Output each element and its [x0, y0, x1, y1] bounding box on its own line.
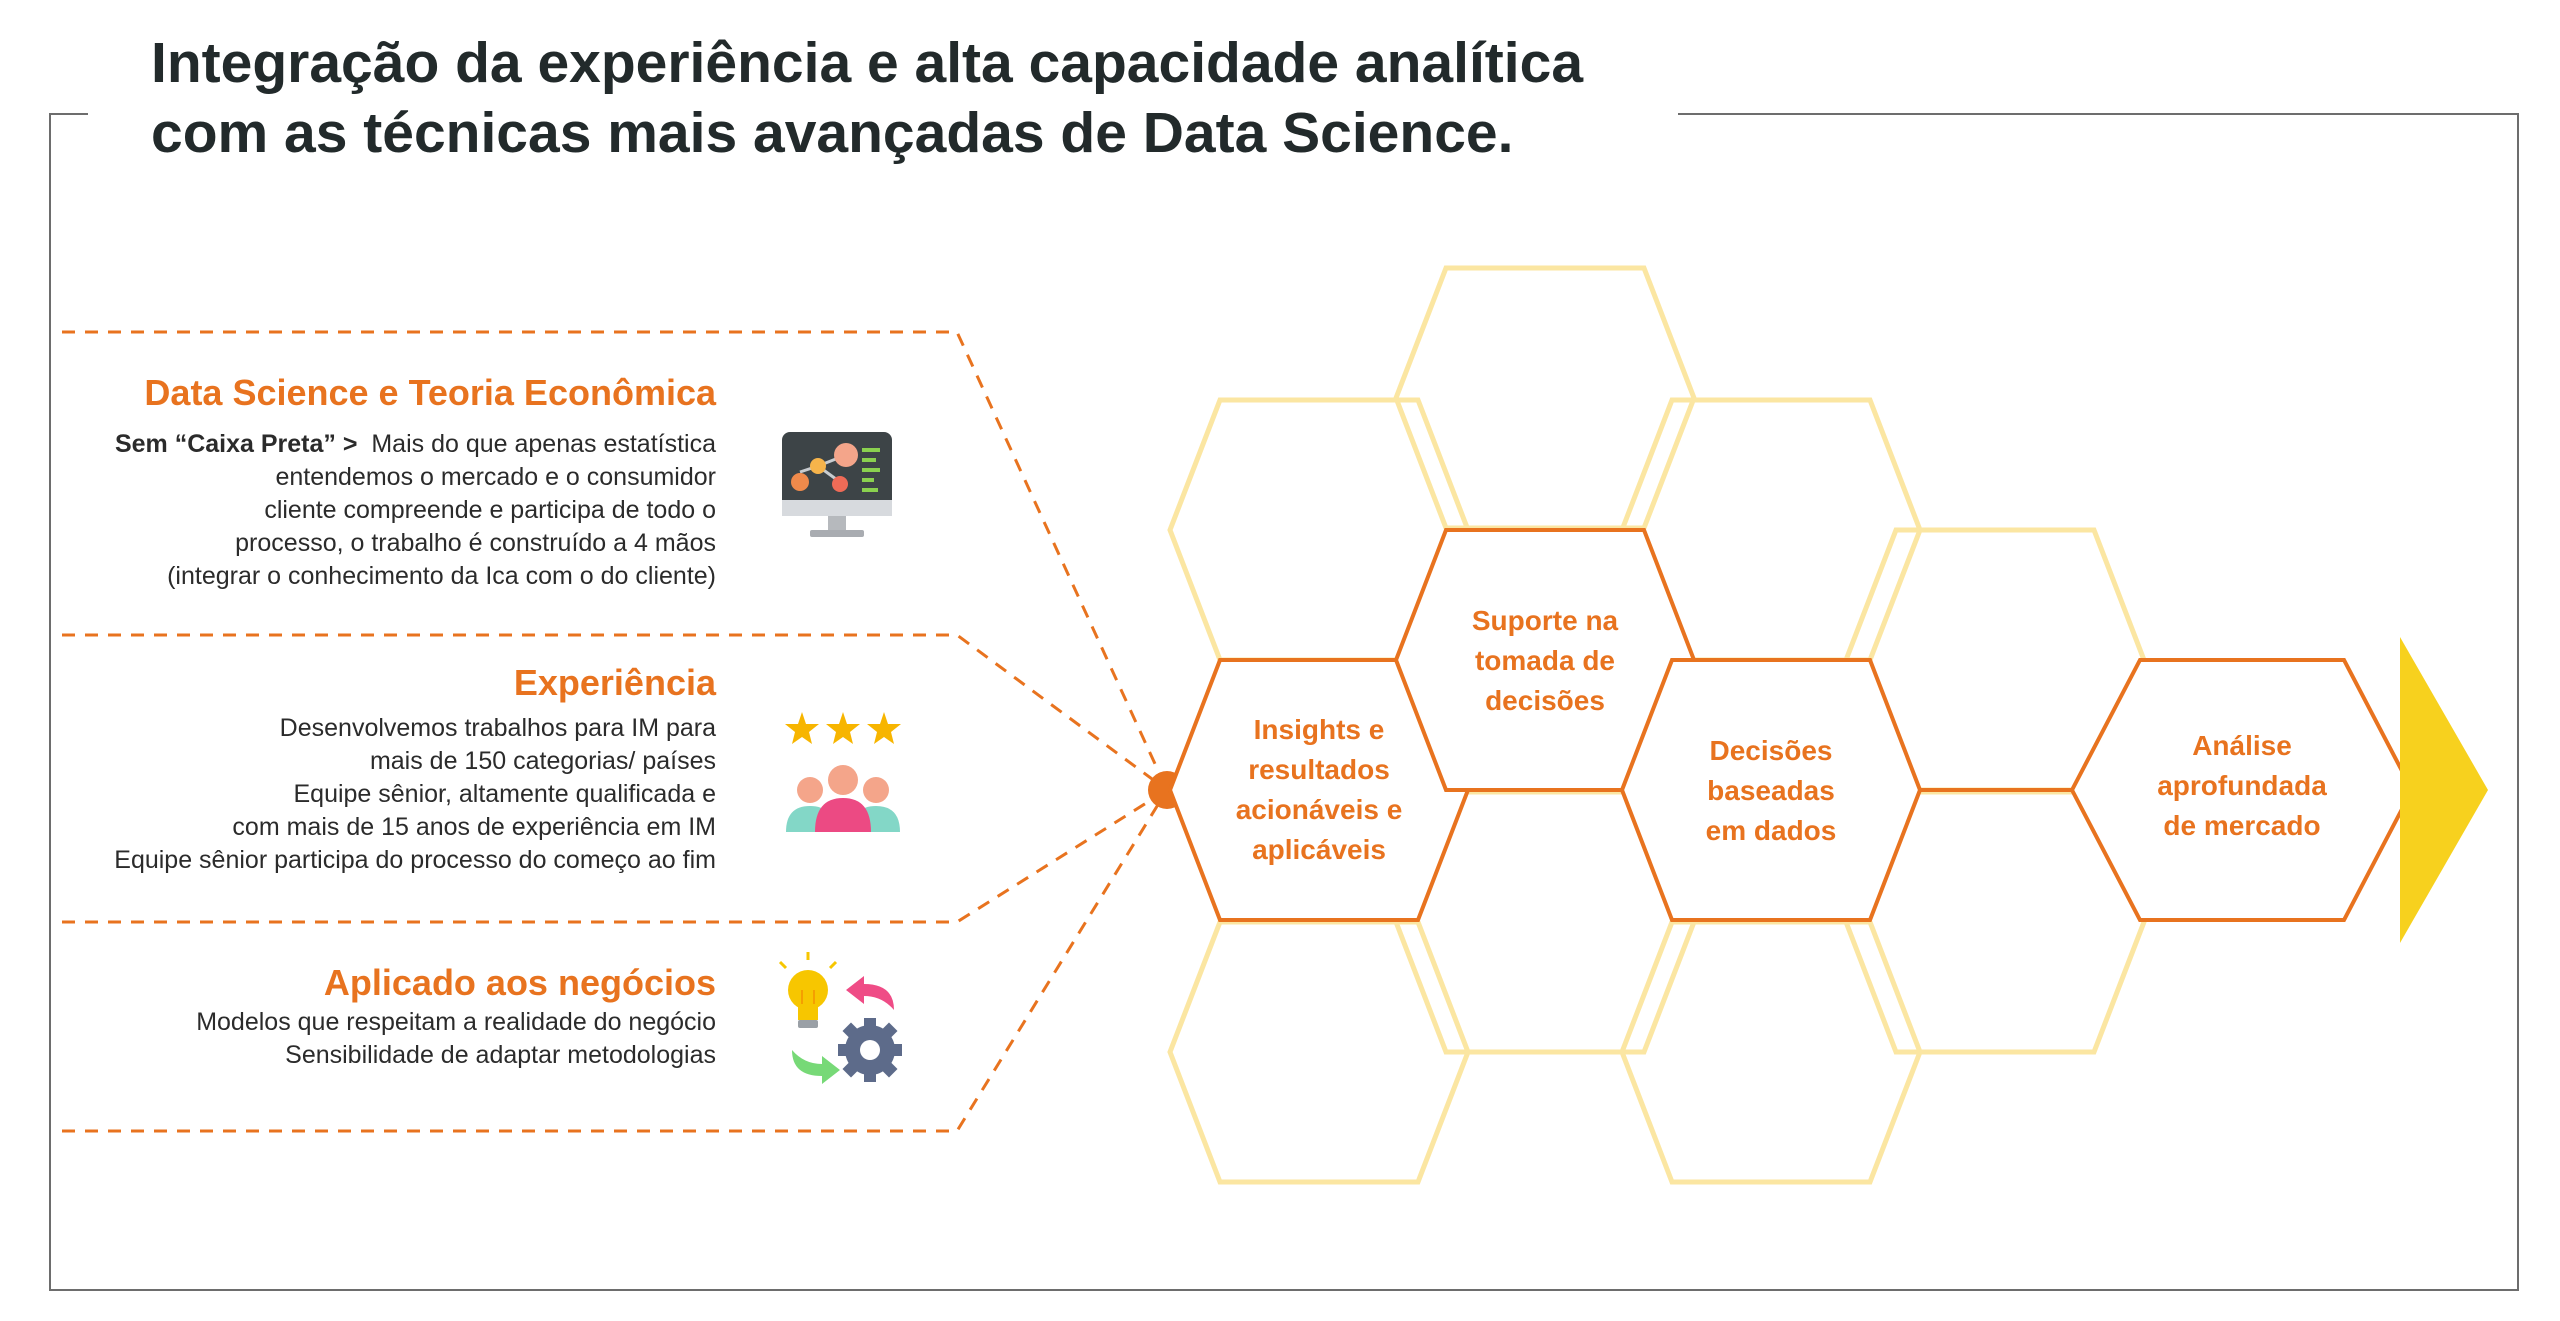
hex-label-insights: Insights e resultados acionáveis e aplic…	[1236, 710, 1403, 870]
page-title: Integração da experiência e alta capacid…	[151, 28, 1583, 168]
monitor-network-icon	[782, 432, 892, 537]
connector-section-2	[62, 633, 1168, 792]
section-title-experiencia: Experiência	[513, 662, 716, 703]
hex-label-line: tomada de	[1474, 645, 1616, 676]
hex-label-line: Insights e	[1253, 714, 1385, 745]
hex-label-line: acionáveis e	[1235, 794, 1403, 825]
connector-section-1	[62, 330, 1169, 791]
section-body-line: Sensibilidade de adaptar metodologias	[285, 1041, 716, 1069]
section-body-data-science: Sem “Caixa Preta” > Mais do que apenas e…	[115, 428, 716, 593]
section-body-line: entendemos o mercado e o consumidor	[275, 463, 716, 491]
star-icon	[867, 712, 901, 744]
hex-label-decisoes: Decisões baseadas em dados	[1706, 731, 1837, 851]
section-body-line: (integrar o conhecimento da Ica com o do…	[167, 562, 716, 590]
hex-label-suporte: Suporte na tomada de decisões	[1472, 601, 1618, 721]
hex-label-line: Análise	[2192, 730, 2292, 761]
section-lead-bold: Sem “Caixa Preta” >	[114, 430, 358, 458]
section-body-line: Desenvolvemos trabalhos para IM para	[279, 714, 716, 742]
section-body-line: Sem “Caixa Preta” > Mais do que apenas e…	[115, 428, 716, 461]
section-body-line: cliente compreende e participa de todo o	[264, 496, 716, 524]
section-body-line: Modelos que respeitam a realidade do neg…	[196, 1008, 716, 1036]
section-body-experiencia: Desenvolvemos trabalhos para IM para mai…	[114, 712, 716, 877]
hex-label-line: em dados	[1705, 815, 1837, 846]
section-body-line: com mais de 15 anos de experiência em IM	[232, 813, 716, 841]
hex-label-line: baseadas	[1707, 775, 1835, 806]
section-body-text: Mais do que apenas estatística	[371, 430, 716, 458]
idea-gear-cycle-icon	[778, 952, 902, 1084]
connector-section-3	[62, 788, 1168, 924]
hex-orange-decisoes	[1619, 658, 1923, 922]
hex-light-bottom-left	[1167, 919, 1471, 1185]
arrow-right-icon	[2400, 637, 2488, 943]
section-body-line: processo, o trabalho é construído a 4 mã…	[235, 529, 716, 557]
honeycomb-highlight	[1167, 528, 2415, 922]
hex-label-line: aplicáveis	[1252, 834, 1386, 865]
connector-section-4	[62, 789, 1169, 1133]
section-body-line: Equipe sênior participa do processo do c…	[114, 846, 716, 874]
hex-label-line: Suporte na	[1471, 605, 1619, 636]
hex-light-bottom-middle	[1619, 919, 1923, 1185]
page-title-line-2: com as técnicas mais avançadas de Data S…	[151, 101, 1514, 165]
hex-label-analise: Análise aprofundada de mercado	[2157, 726, 2327, 846]
hex-label-line: aprofundada	[2157, 770, 2327, 801]
section-body-aplicado: Modelos que respeitam a realidade do neg…	[196, 1006, 716, 1072]
hex-label-line: resultados	[1248, 754, 1390, 785]
team-stars-icon	[785, 712, 901, 832]
star-icon	[826, 712, 860, 744]
hex-label-line: de mercado	[2163, 810, 2321, 841]
section-body-line: mais de 150 categorias/ países	[369, 747, 716, 775]
section-title-data-science: Data Science e Teoria Econômica	[144, 372, 716, 413]
section-title-aplicado: Aplicado aos negócios	[323, 962, 716, 1003]
frame-title-gap	[88, 100, 1678, 130]
dashed-connectors	[62, 330, 1169, 1133]
hex-label-line: decisões	[1485, 685, 1605, 716]
page-title-line-1: Integração da experiência e alta capacid…	[151, 31, 1584, 95]
section-body-line: Equipe sênior, altamente qualificada e	[293, 780, 716, 808]
hex-light-top	[1393, 265, 1697, 531]
star-icon	[785, 712, 819, 744]
hex-label-line: Decisões	[1709, 735, 1833, 766]
